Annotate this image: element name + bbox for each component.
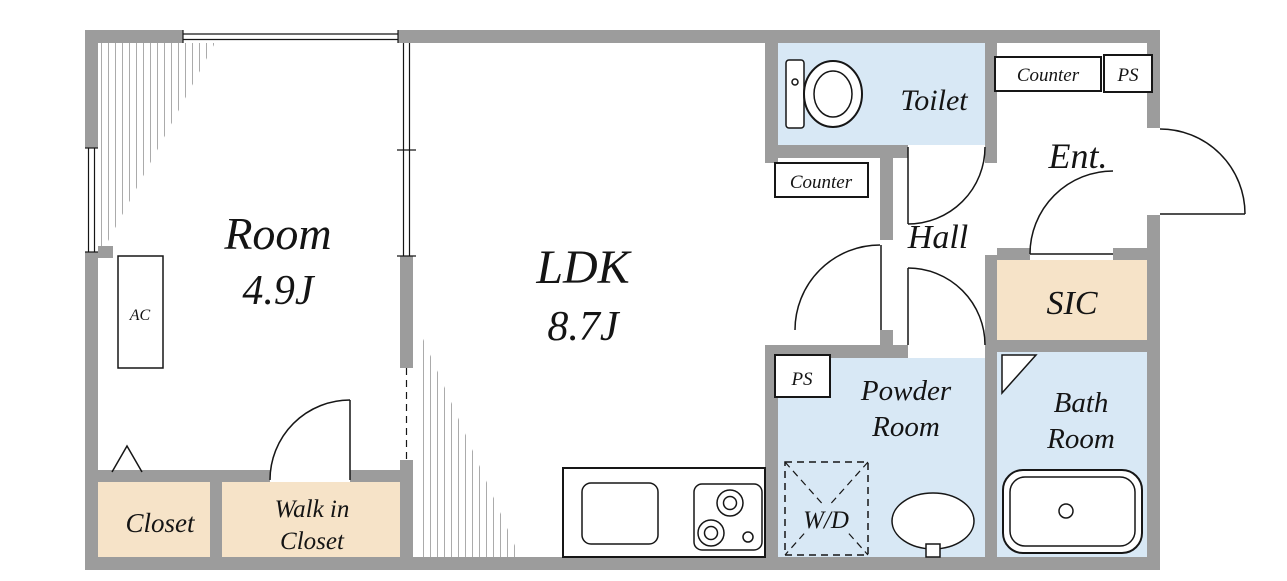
door-arc-toilet: [907, 146, 986, 225]
bathtub-icon: [1002, 469, 1143, 554]
hall-label: Hall: [907, 219, 968, 256]
closet-bifold-mark: [111, 444, 143, 473]
door-arc-entrance: [1159, 128, 1246, 215]
kitchen-counter: [562, 467, 766, 558]
sliding-door-partition: [400, 368, 413, 460]
walk-in-closet-label-line2: Closet: [280, 528, 345, 555]
door-arc-sic: [1029, 170, 1114, 255]
ac-label: AC: [129, 307, 151, 324]
sic-floor: [997, 260, 1147, 340]
powder-sink-icon: [891, 492, 975, 558]
windows: [85, 30, 416, 460]
toilet-label: Toilet: [900, 84, 968, 117]
toilet-icon: [785, 59, 863, 129]
room-size-label: 4.9J: [242, 268, 316, 314]
bath-door-mark: [1001, 354, 1038, 395]
door-arc-ldk: [794, 244, 882, 331]
powder-room-label-line2: Room: [871, 411, 940, 443]
door-arc-powder-room: [907, 267, 986, 346]
door-arc-room: [269, 399, 351, 481]
wd-label-bg: [798, 505, 854, 532]
window-left: [85, 147, 98, 253]
entrance-label: Ent.: [1048, 136, 1108, 176]
powder-room-label-line1: Powder: [860, 375, 952, 407]
doors: [111, 128, 1246, 481]
washer-dryer-label: W/D: [803, 507, 849, 534]
window-partition: [397, 43, 416, 257]
ps-powder-label: PS: [790, 369, 813, 390]
closet-floor: [98, 482, 210, 557]
kitchen-counter-label-box: [774, 162, 869, 198]
sic-label: SIC: [1047, 285, 1098, 322]
kitchen-sink: [581, 482, 659, 545]
walk-in-closet-label-line1: Walk in: [275, 496, 350, 523]
ldk-hatch: [420, 332, 520, 557]
ps-top-label: PS: [1116, 65, 1139, 86]
bath-room-label-line1: Bath: [1054, 387, 1109, 419]
hatch-areas: [100, 43, 520, 557]
labels: Room 4.9J LDK 8.7J Toilet Counter PS Ent…: [125, 65, 1139, 555]
kitchen-counter-label: Counter: [790, 172, 853, 193]
entrance-counter-box: [994, 56, 1102, 92]
washer-dryer-box: [784, 461, 869, 556]
closet-label: Closet: [125, 508, 196, 538]
window-top: [182, 30, 399, 43]
ldk-size-label: 8.7J: [547, 304, 621, 350]
entrance-counter-label: Counter: [1017, 65, 1080, 86]
ldk-label: LDK: [535, 241, 632, 294]
ac-unit: [117, 255, 164, 369]
bath-room-label-line2: Room: [1046, 423, 1115, 455]
stove-icon: [693, 483, 763, 551]
walk-in-closet-floor: [222, 482, 400, 557]
room-label: Room: [223, 208, 331, 259]
ps-top-box: [1103, 54, 1153, 93]
room-hatch: [100, 43, 215, 256]
ps-powder-box: [774, 354, 831, 398]
